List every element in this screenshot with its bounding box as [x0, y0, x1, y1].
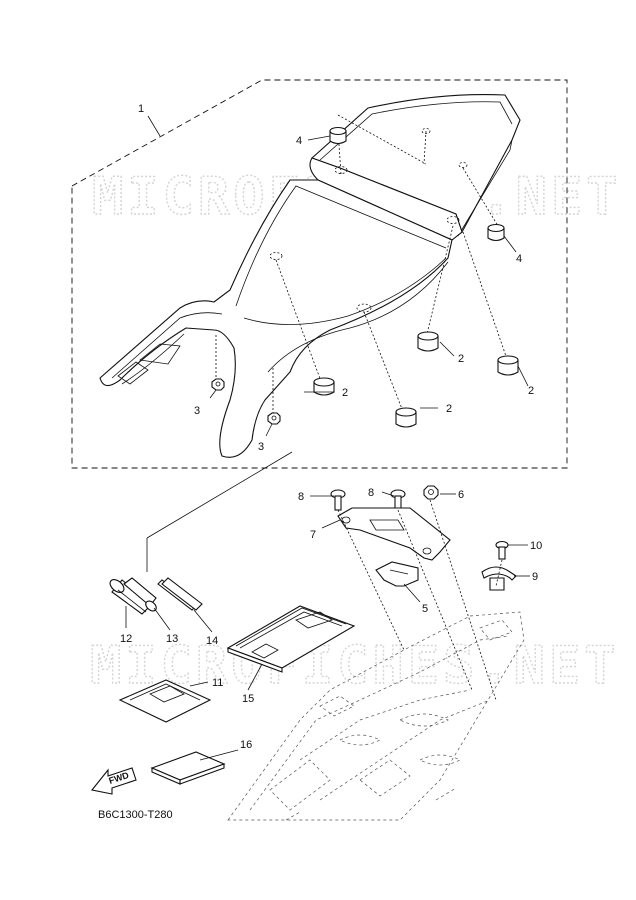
callout-1: 1 — [138, 103, 144, 115]
callout-10: 10 — [530, 540, 542, 552]
callout-4a: 4 — [296, 135, 302, 147]
forward-arrow-icon: FWD — [91, 767, 137, 795]
damper-2d[interactable] — [497, 355, 519, 376]
seat-bracket[interactable] — [337, 507, 451, 561]
seat[interactable] — [99, 93, 521, 458]
screwdriver[interactable] — [108, 577, 153, 615]
callout-5: 5 — [422, 603, 428, 615]
clamp-9[interactable] — [481, 566, 517, 591]
callout-2c: 2 — [458, 353, 464, 365]
callout-leaders — [125, 115, 530, 761]
callout-13: 13 — [166, 633, 178, 645]
callout-2b: 2 — [446, 403, 452, 415]
callout-12: 12 — [120, 633, 132, 645]
bolt-10[interactable] — [495, 540, 509, 560]
nut-3b[interactable] — [267, 412, 281, 425]
callout-15: 15 — [242, 693, 254, 705]
callout-3b: 3 — [258, 441, 264, 453]
damper-2a[interactable] — [313, 377, 335, 396]
callout-8a: 8 — [298, 491, 304, 503]
callout-6: 6 — [458, 489, 464, 501]
bolt-8a[interactable] — [330, 489, 346, 511]
seat-lock-hook[interactable] — [375, 561, 419, 587]
callout-14: 14 — [206, 635, 218, 647]
callout-4b: 4 — [516, 253, 522, 265]
toolkit-leader-a — [146, 451, 293, 539]
diagram-code: B6C1300-T280 — [98, 809, 173, 821]
callout-8b: 8 — [368, 487, 374, 499]
callout-9: 9 — [532, 571, 538, 583]
bolt-8b[interactable] — [390, 489, 406, 511]
nut-3a[interactable] — [211, 378, 225, 391]
callout-7: 7 — [310, 529, 316, 541]
damper-2b[interactable] — [395, 407, 417, 428]
damper-2c[interactable] — [417, 331, 439, 352]
callout-3a: 3 — [194, 405, 200, 417]
bumper-4b[interactable] — [487, 223, 505, 242]
callout-2d: 2 — [528, 385, 534, 397]
owners-manual[interactable] — [226, 605, 356, 673]
nut-6[interactable] — [423, 485, 439, 500]
warranty-booklet[interactable] — [150, 751, 226, 785]
hex-wrench[interactable] — [157, 577, 203, 611]
bumper-4a[interactable] — [329, 126, 347, 145]
seat-assembly-boundary — [71, 79, 568, 469]
frame-phantom — [227, 611, 525, 821]
callout-11: 11 — [212, 677, 223, 689]
callout-16: 16 — [240, 739, 252, 751]
tool-bag[interactable] — [118, 679, 212, 723]
bracket-mount-lines — [337, 499, 503, 701]
callout-2a: 2 — [342, 387, 348, 399]
